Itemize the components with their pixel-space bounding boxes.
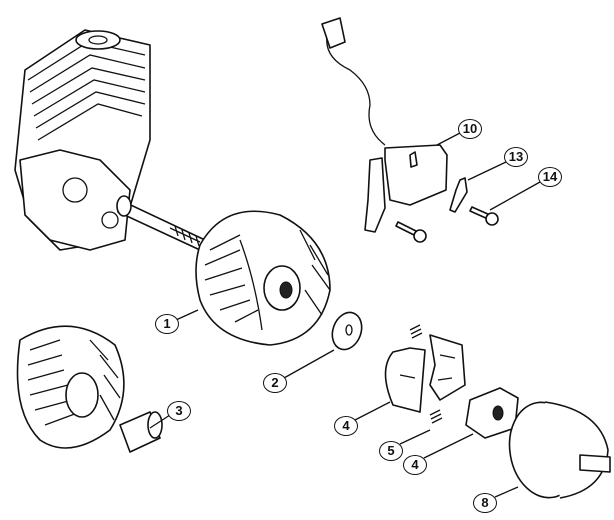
callout-3: 3 xyxy=(167,401,191,421)
engine-cylinder xyxy=(14,29,206,251)
callout-13: 13 xyxy=(504,147,528,167)
clutch-drum xyxy=(508,401,611,499)
callout-14: 14 xyxy=(538,167,562,187)
callout-2: 2 xyxy=(263,373,287,393)
sleeve xyxy=(119,411,163,453)
callout-5: 5 xyxy=(379,441,403,461)
callout-4-shoe: 4 xyxy=(334,416,358,436)
screws xyxy=(395,177,499,243)
callout-8: 8 xyxy=(473,493,497,513)
clutch-shoes xyxy=(384,324,466,424)
callout-10: 10 xyxy=(458,119,482,139)
callout-1: 1 xyxy=(155,314,179,334)
fan-wheel xyxy=(16,325,125,449)
clutch-carrier xyxy=(465,387,519,439)
ignition-module xyxy=(321,17,448,233)
leader-lines xyxy=(149,132,541,498)
callout-4-carrier: 4 xyxy=(403,455,427,475)
flywheel xyxy=(195,210,331,346)
washer xyxy=(331,311,363,351)
